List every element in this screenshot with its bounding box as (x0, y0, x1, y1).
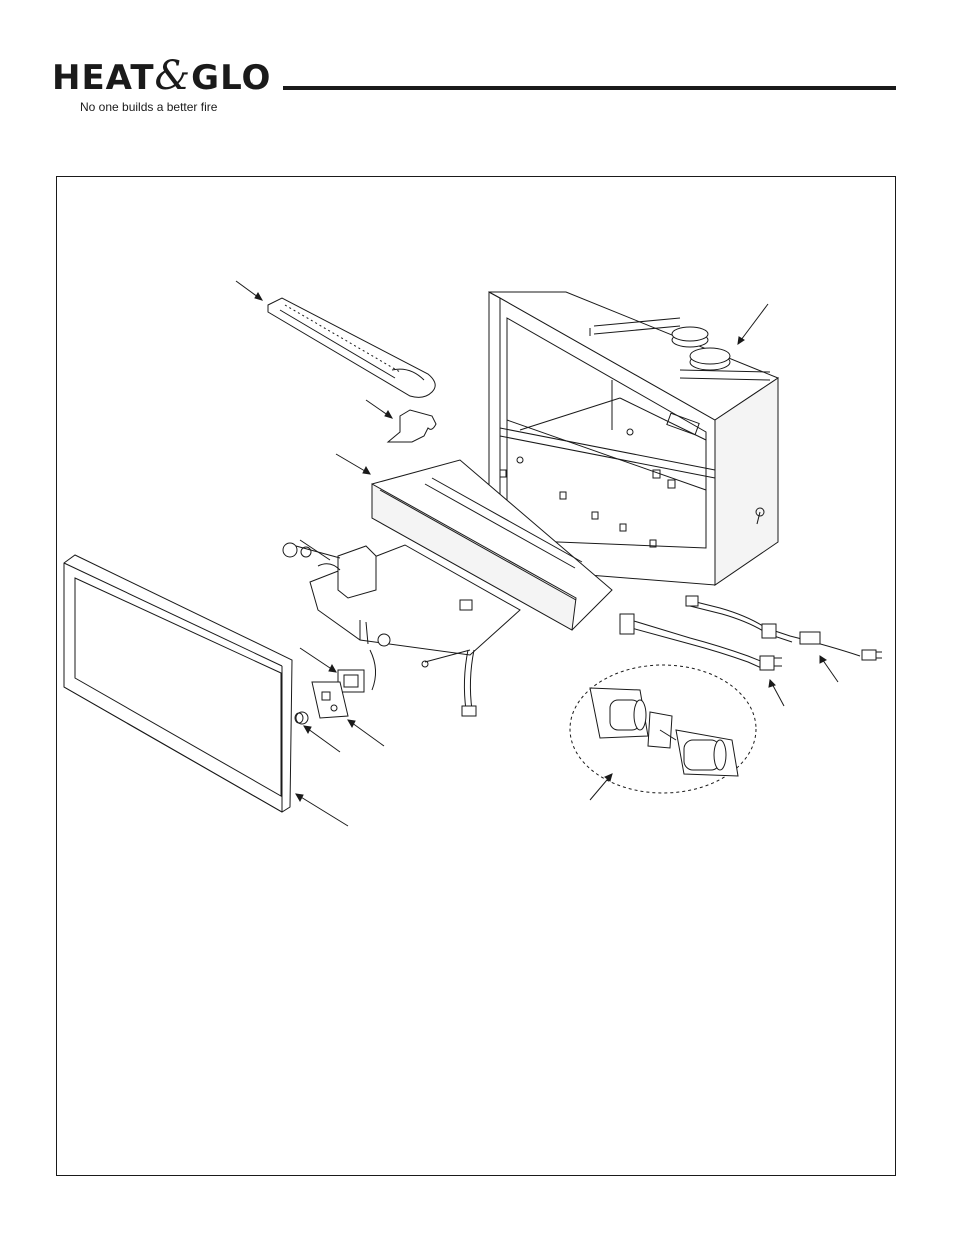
blower-kit (570, 665, 756, 793)
callout-firebox (738, 304, 768, 344)
control-knob (295, 712, 308, 724)
callout-door (296, 794, 348, 826)
glass-door-front (64, 555, 292, 812)
burner-tube (268, 298, 435, 397)
power-cord (686, 596, 882, 660)
wiring-harness (620, 614, 782, 670)
burner-bracket (388, 410, 436, 442)
